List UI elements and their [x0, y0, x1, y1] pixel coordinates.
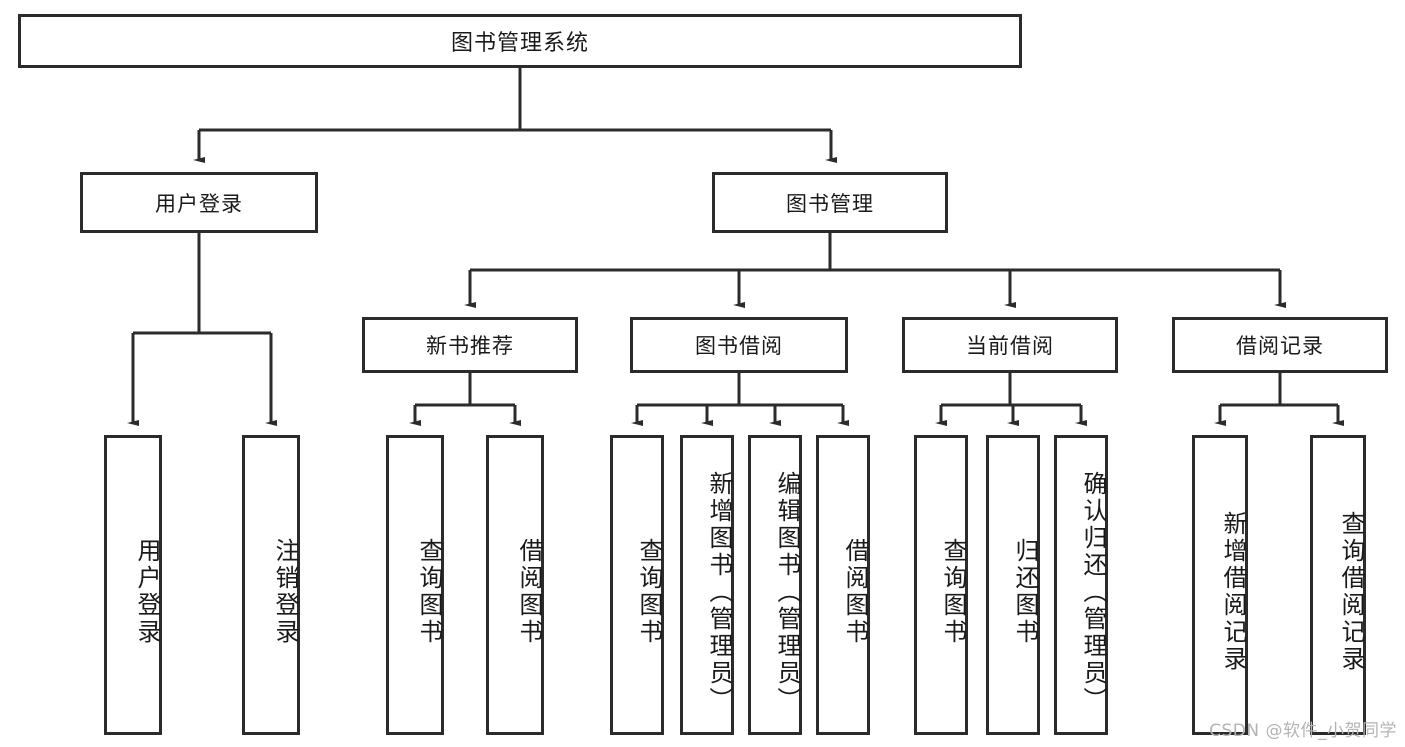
node-leaf-user-login[interactable]: 用户登录 [104, 435, 162, 735]
node-label: 新书推荐 [426, 334, 514, 358]
node-book-borrow[interactable]: 图书借阅 [630, 317, 848, 373]
node-label: 新增图书（管理员） [705, 470, 733, 714]
node-leaf-edit-book-admin[interactable]: 编辑图书（管理员） [748, 435, 802, 735]
node-label: 图书管理系统 [450, 31, 589, 56]
node-leaf-return-book[interactable]: 归还图书 [986, 435, 1040, 735]
node-label: 查询图书 [635, 538, 663, 646]
node-leaf-user-logout[interactable]: 注销登录 [242, 435, 300, 735]
node-leaf-borrow-book-recommend[interactable]: 借阅图书 [486, 435, 544, 735]
node-label: 编辑图书（管理员） [773, 470, 801, 714]
node-user-login[interactable]: 用户登录 [80, 172, 318, 233]
node-new-book-recommend[interactable]: 新书推荐 [362, 317, 578, 373]
node-label: 用户登录 [155, 191, 243, 216]
node-label: 借阅图书 [841, 538, 869, 646]
node-leaf-query-book-current[interactable]: 查询图书 [914, 435, 968, 735]
node-label: 图书借阅 [695, 334, 783, 358]
node-current-borrow[interactable]: 当前借阅 [902, 317, 1118, 373]
node-leaf-query-book-recommend[interactable]: 查询图书 [386, 435, 444, 735]
node-label: 借阅记录 [1236, 334, 1324, 358]
node-book-management[interactable]: 图书管理 [712, 172, 948, 233]
node-label: 新增借阅记录 [1219, 511, 1247, 673]
node-label: 归还图书 [1011, 538, 1039, 646]
node-leaf-borrow-book[interactable]: 借阅图书 [816, 435, 870, 735]
node-label: 注销登录 [271, 538, 299, 646]
node-label: 查询借阅记录 [1337, 511, 1365, 673]
node-label: 借阅图书 [515, 538, 543, 646]
node-label: 查询图书 [939, 538, 967, 646]
node-leaf-query-borrow-record[interactable]: 查询借阅记录 [1310, 435, 1366, 735]
node-label: 图书管理 [786, 191, 874, 216]
csdn-watermark: CSDN @软件_小贺同学 [1209, 721, 1397, 741]
node-leaf-confirm-return-admin[interactable]: 确认归还（管理员） [1054, 435, 1108, 735]
node-leaf-add-borrow-record[interactable]: 新增借阅记录 [1192, 435, 1248, 735]
node-label: 确认归还（管理员） [1079, 470, 1107, 714]
node-label: 用户登录 [133, 538, 161, 646]
node-leaf-query-book-borrow[interactable]: 查询图书 [610, 435, 664, 735]
node-label: 当前借阅 [966, 334, 1054, 358]
node-borrow-record[interactable]: 借阅记录 [1172, 317, 1388, 373]
node-root[interactable]: 图书管理系统 [18, 14, 1022, 68]
node-leaf-add-book-admin[interactable]: 新增图书（管理员） [680, 435, 734, 735]
node-label: 查询图书 [415, 538, 443, 646]
